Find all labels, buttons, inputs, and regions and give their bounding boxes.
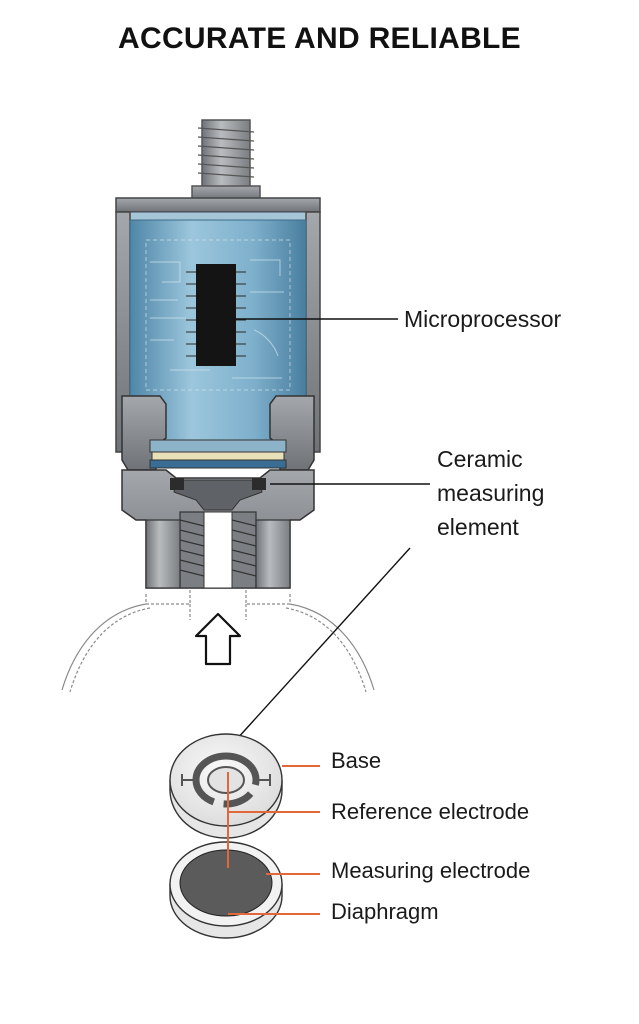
label-diaphragm: Diaphragm xyxy=(331,899,439,924)
sensor-housing xyxy=(115,211,321,453)
measuring-electrode xyxy=(179,849,273,917)
housing-cap xyxy=(115,197,321,221)
base-disk xyxy=(169,733,283,839)
ceramic-element-layer xyxy=(151,451,285,461)
label-ceramic-measuring-element: Ceramic measuring element xyxy=(437,442,544,544)
microprocessor-chip xyxy=(186,264,246,366)
reference-electrode xyxy=(181,752,271,808)
label-ceramic-line2: measuring xyxy=(437,480,545,506)
label-reference-electrode: Reference electrode xyxy=(331,799,530,824)
pressure-arrow-icon xyxy=(194,612,242,666)
label-ceramic-line1: Ceramic xyxy=(437,446,523,472)
label-base: Base xyxy=(331,748,382,773)
connector-thread xyxy=(191,119,261,201)
label-measuring-electrode: Measuring electrode xyxy=(331,858,531,883)
page-title: ACCURATE AND RELIABLE xyxy=(118,22,521,55)
lower-body xyxy=(121,395,315,589)
diaphragm-disk xyxy=(169,841,283,939)
label-microprocessor: Microprocessor xyxy=(404,306,562,332)
leader-lines xyxy=(235,318,430,741)
vessel-outline xyxy=(61,588,375,693)
orange-leaders xyxy=(227,765,320,915)
label-ceramic-line3: element xyxy=(437,514,519,540)
